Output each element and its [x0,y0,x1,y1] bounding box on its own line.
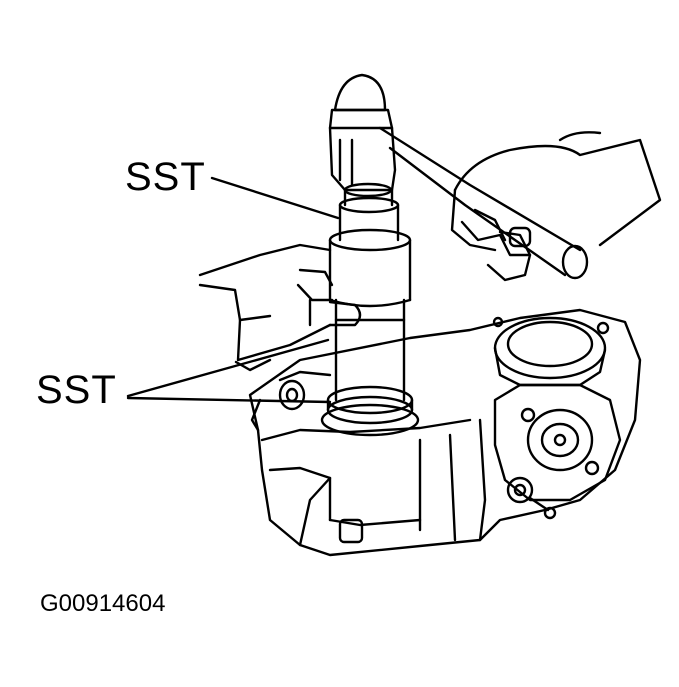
right-hand [452,132,660,280]
label-sst-top: SST [125,155,206,199]
hammer [330,75,587,278]
case-side-port [495,385,620,518]
transmission-case [250,310,640,555]
case-top-bore [494,318,608,385]
label-sst-bottom: SST [36,368,117,412]
figure-code: G00914604 [40,590,166,617]
leader-lines [128,178,338,402]
sst-driver [330,184,410,400]
seal-ring [322,387,418,435]
